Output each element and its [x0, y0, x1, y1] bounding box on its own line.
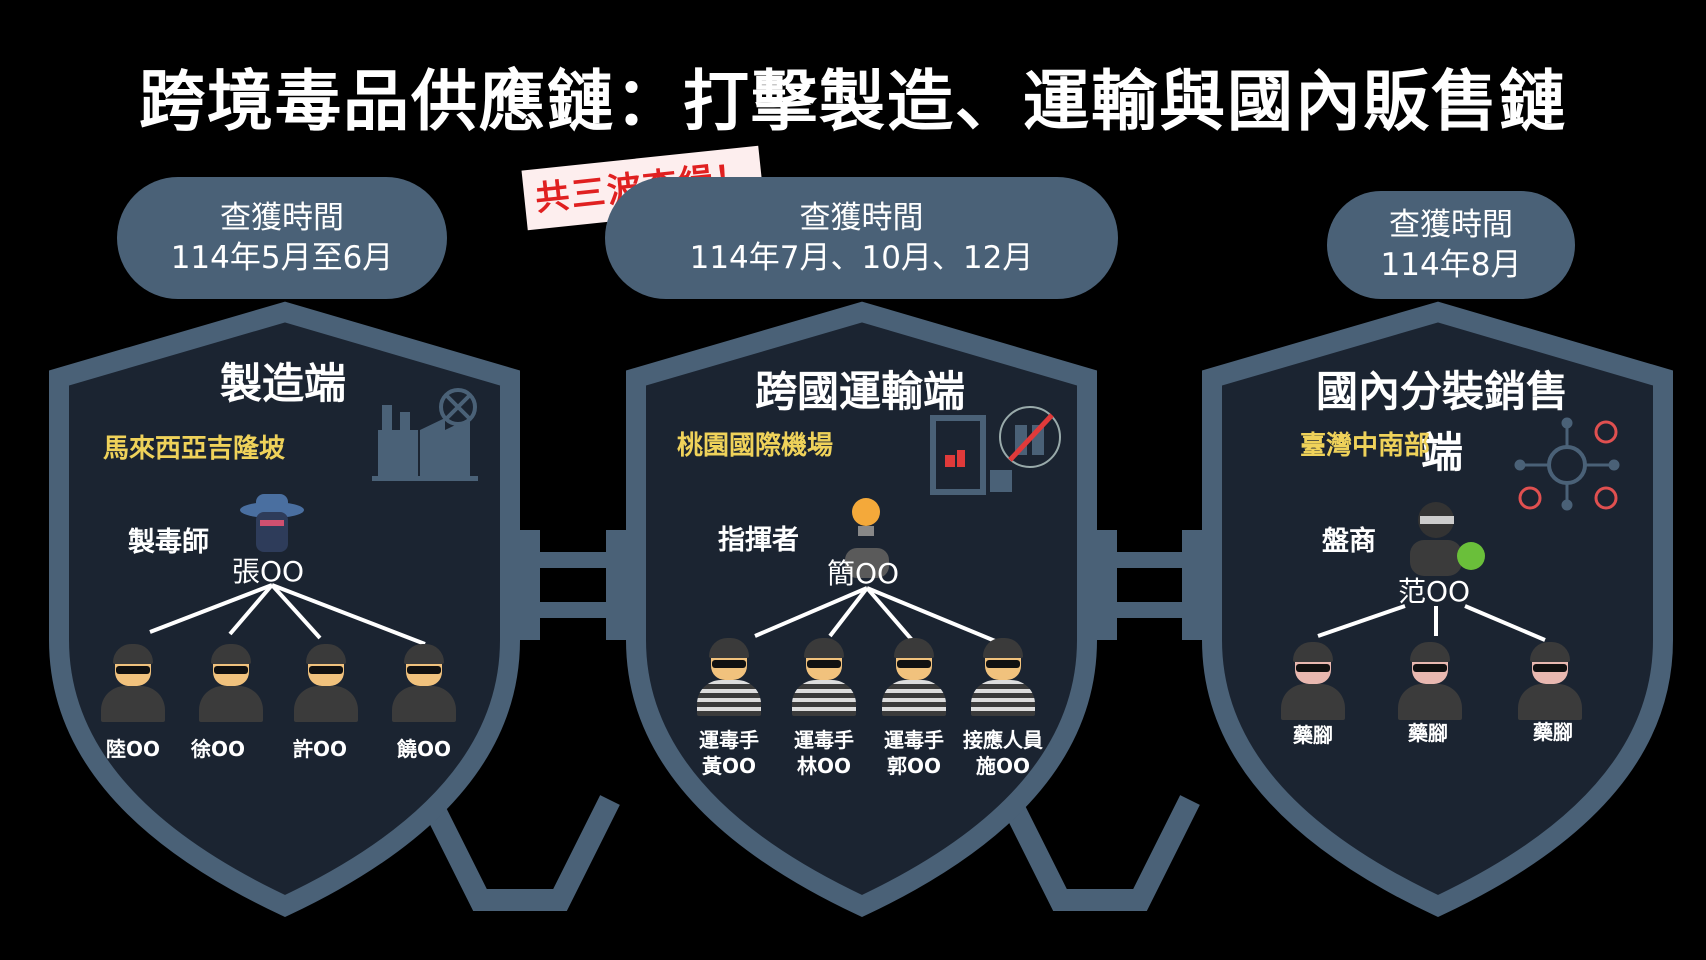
leader-transport: 簡OO — [827, 557, 900, 590]
member-icon — [789, 638, 859, 718]
member-name: 黃OO — [701, 754, 756, 778]
factory-icon — [372, 388, 478, 481]
member-icon — [694, 638, 764, 718]
time-value: 114年5月至6月 — [170, 240, 394, 276]
airport-scanner-icon — [930, 406, 1061, 495]
time-value: 114年7月、10月、12月 — [689, 240, 1034, 276]
network-icon — [1514, 417, 1620, 511]
member-label: 接應人員施OO — [963, 727, 1043, 779]
time-pill-manufacturing: 查獲時間 114年5月至6月 — [117, 177, 447, 299]
member-name: 饒OO — [396, 737, 452, 761]
member-role: 接應人員 — [963, 728, 1043, 752]
member-label: 運毒手黃OO — [699, 727, 759, 779]
member-label: 運毒手林OO — [794, 727, 854, 779]
member-name: 陸OO — [105, 737, 161, 761]
member-label: 運毒手郭OO — [884, 727, 944, 779]
hierarchy-lines — [149, 583, 1546, 646]
section-title-transport: 跨國運輸端 — [754, 367, 966, 416]
time-pill-distribution: 查獲時間 114年8月 — [1327, 191, 1575, 299]
member-icon — [291, 644, 361, 724]
member-name: 藥腳 — [1533, 720, 1573, 744]
leader-manufacturing: 張OO — [232, 555, 305, 588]
role-manufacturing: 製毒師 — [128, 527, 209, 558]
role-distribution: 盤商 — [1322, 526, 1376, 557]
role-transport: 指揮者 — [718, 525, 799, 556]
time-label: 查獲時間 — [1389, 207, 1513, 243]
section-title-distribution: 國內分裝銷售端 — [1315, 367, 1568, 477]
section-title-manufacturing: 製造端 — [219, 359, 347, 408]
location-transport: 桃園國際機場 — [677, 431, 834, 461]
member-icon — [879, 638, 949, 718]
member-name: 藥腳 — [1293, 723, 1333, 747]
time-label: 查獲時間 — [799, 200, 924, 236]
member-name: 徐OO — [190, 737, 246, 761]
member-role: 運毒手 — [884, 728, 944, 752]
time-pill-transport: 查獲時間 114年7月、10月、12月 — [605, 177, 1118, 299]
member-name: 許OO — [292, 737, 348, 761]
member-icon — [196, 644, 266, 724]
location-manufacturing: 馬來西亞吉隆坡 — [103, 434, 286, 464]
member-icon — [389, 644, 459, 724]
member-role: 運毒手 — [699, 728, 759, 752]
member-icon — [98, 644, 168, 724]
member-icon — [1278, 642, 1348, 722]
page-title: 跨境毒品供應鏈：打擊製造、運輸與國內販售鏈 — [139, 63, 1567, 140]
member-icon — [1515, 642, 1585, 722]
leader-icons — [240, 494, 1485, 578]
member-icon — [968, 638, 1038, 718]
time-value: 114年8月 — [1380, 247, 1522, 283]
time-label: 查獲時間 — [220, 200, 344, 236]
member-name: 施OO — [975, 754, 1030, 778]
member-role: 運毒手 — [794, 728, 854, 752]
member-name: 藥腳 — [1408, 721, 1448, 745]
shield-transport — [626, 301, 1097, 918]
leader-distribution: 范OO — [1398, 575, 1471, 608]
member-name: 郭OO — [886, 754, 941, 778]
member-icon — [1395, 642, 1465, 722]
location-distribution: 臺灣中南部 — [1300, 431, 1431, 461]
member-name: 林OO — [796, 754, 851, 778]
